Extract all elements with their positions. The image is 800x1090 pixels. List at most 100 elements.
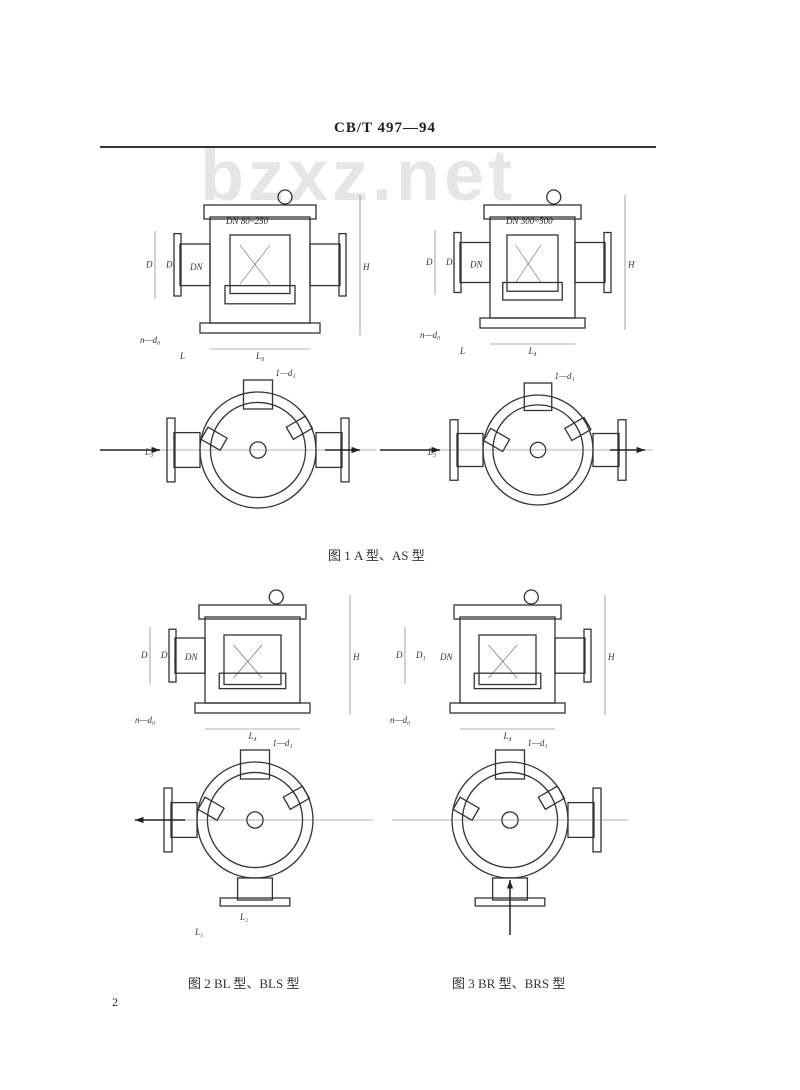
fig1-plan-view-right: [423, 382, 653, 506]
label-1-d1: 1—d₁: [272, 738, 292, 748]
filter-body: [209, 216, 311, 324]
fig1-front-view-right: [434, 189, 626, 345]
label-L3: L₃: [427, 447, 436, 457]
bolt-clamp: [285, 415, 314, 441]
label-DN: DN: [184, 652, 198, 662]
bolt-clamp: [563, 416, 592, 442]
lifting-eye: [277, 189, 293, 205]
figure-2-caption: 图 2 BL 型、BLS 型: [188, 976, 300, 991]
cover-hinge: [242, 379, 274, 410]
label-L4: L₄: [255, 351, 264, 361]
label-1-d1: 1—d₁: [555, 371, 575, 381]
inlet-flange: [168, 628, 177, 683]
label-L4: L₄: [528, 346, 537, 356]
lifting-eye: [268, 589, 284, 605]
flow-out-arrow-head: [351, 446, 360, 454]
inlet-flange: [173, 232, 182, 297]
label-n-d0: n—d₀: [420, 330, 440, 340]
outlet-flange: [603, 231, 612, 294]
filter-body: [459, 616, 556, 704]
page-number: 2: [112, 995, 118, 1009]
mesh-hatch: [488, 644, 518, 679]
label-L2: L₂: [239, 912, 248, 922]
top-cover: [453, 604, 562, 620]
basket-bottom: [502, 281, 563, 301]
strainer-basket: [223, 634, 282, 686]
base-plate: [449, 702, 566, 714]
inlet-nozzle: [179, 243, 211, 287]
flow-out-arrow-3-head: [135, 816, 144, 824]
label-n-d0: n—d₀: [390, 715, 410, 725]
flow-out-arrow-2-head: [636, 446, 645, 454]
outlet-flange: [583, 628, 592, 683]
strainer-basket: [478, 634, 537, 686]
bottom-nozzle: [236, 877, 274, 901]
label-L4: L₄: [503, 731, 512, 741]
label-n-d0: n—d₀: [140, 335, 160, 345]
basket-bottom: [473, 672, 542, 690]
fig1-front-view-left: [154, 189, 361, 350]
cover-hinge: [523, 382, 553, 412]
base-plate: [194, 702, 311, 714]
base-plate: [199, 322, 321, 334]
fig3-front-view: [404, 589, 606, 730]
fig1-plan-view-left: [140, 379, 376, 509]
outlet-flange: [338, 232, 347, 297]
strainer-basket: [229, 234, 291, 295]
label-D: D: [145, 259, 153, 269]
outlet-nozzle: [554, 637, 586, 674]
flow-in-arrow-head: [151, 446, 160, 454]
label-L: L: [459, 346, 465, 356]
label-L4: L₄: [248, 731, 257, 741]
bolt-clamp: [200, 426, 228, 452]
label-DN: DN: [469, 260, 483, 270]
figure-1-caption: 图 1 A 型、AS 型: [328, 548, 425, 563]
bolt-clamp: [282, 785, 311, 811]
inlet-nozzle: [174, 637, 206, 674]
flow-in-arrow-3-head: [506, 880, 514, 889]
inlet-nozzle: [459, 241, 491, 284]
filter-body: [204, 616, 301, 704]
outlet-nozzle: [309, 243, 341, 287]
flow-in-arrow-2-head: [431, 446, 440, 454]
label-D1: D₁: [445, 257, 456, 267]
fig2-front-view: [149, 589, 351, 730]
filter-body: [489, 216, 576, 319]
fig1-left-dn-label: DN 80~250: [226, 216, 269, 226]
label-L: L: [179, 351, 185, 361]
label-H: H: [607, 652, 615, 662]
label-D: D: [140, 650, 148, 660]
bolt-clamp: [537, 785, 566, 811]
header-rule: [100, 146, 656, 148]
watermark: bzxz.net: [200, 136, 517, 216]
mesh-hatch: [233, 644, 263, 679]
bolt-clamp: [482, 427, 511, 453]
fig3-plan-view: [392, 749, 628, 907]
bolt-clamp: [197, 796, 225, 822]
label-D: D: [425, 257, 433, 267]
mesh-hatch: [515, 244, 542, 283]
label-D1: D₁: [160, 650, 171, 660]
top-cover: [483, 204, 582, 220]
label-H: H: [352, 652, 360, 662]
label-1-d1: 1—d₁: [275, 368, 295, 378]
cover-hinge: [494, 749, 526, 780]
lifting-eye: [546, 189, 562, 205]
bolt-clamp: [452, 796, 480, 822]
label-n-d0: n—d₀: [135, 715, 155, 725]
figure-3-caption: 图 3 BR 型、BRS 型: [452, 976, 566, 991]
outlet-nozzle: [574, 241, 606, 284]
top-cover: [198, 604, 307, 620]
label-D: D: [395, 650, 403, 660]
fig2-plan-view: [137, 749, 373, 907]
label-L3: L₃: [144, 447, 153, 457]
cover-hinge: [239, 749, 271, 780]
label-L1: L₁: [194, 927, 203, 937]
strainer-basket: [506, 234, 559, 292]
label-DN: DN: [439, 652, 453, 662]
bottom-flange: [219, 897, 291, 907]
label-H: H: [627, 260, 635, 270]
mesh-hatch: [239, 244, 271, 285]
standard-number-header: CB/T 497—94: [334, 120, 436, 136]
